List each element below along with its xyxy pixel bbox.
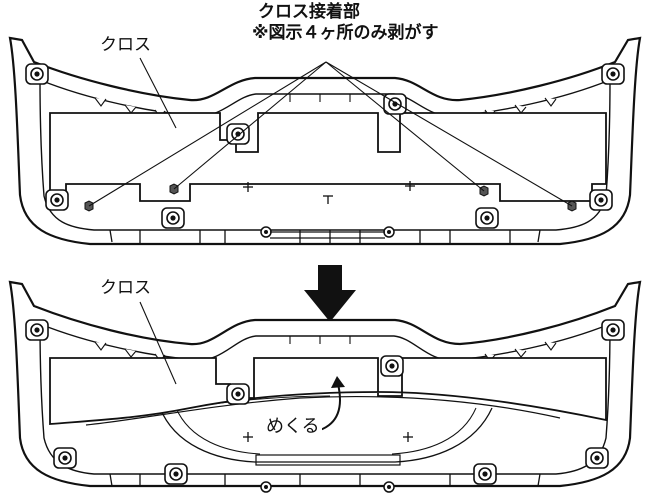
bottom-cloth-label: クロス [100, 278, 151, 298]
bottom-cloth [49, 357, 607, 425]
top-cloth-label: クロス [100, 35, 151, 55]
top-cloth [49, 112, 607, 202]
peel-arrow-icon [319, 383, 341, 431]
bottom-exposed-area [159, 407, 493, 463]
callout-title: クロス接着部 [258, 2, 360, 22]
bottom-panel [8, 280, 642, 493]
top-panel [8, 36, 642, 246]
callout-note: ※図示４ヶ所のみ剥がす [252, 23, 439, 43]
peel-label: めくる [264, 416, 322, 438]
down-arrow-icon [304, 265, 356, 322]
